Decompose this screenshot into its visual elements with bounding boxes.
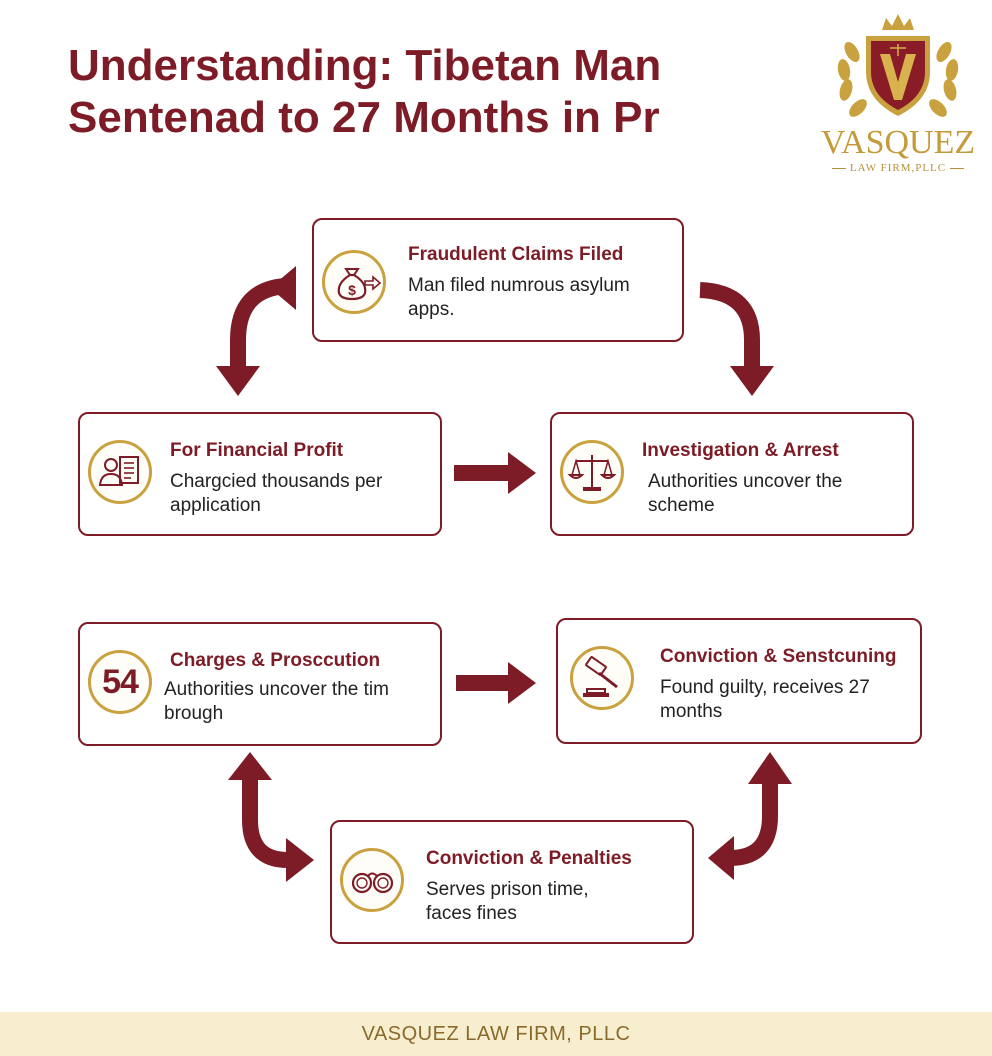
node-title: Fraudulent Claims Filed bbox=[408, 244, 624, 265]
node-investigation-arrest: Investigation & Arrest Authorities uncov… bbox=[550, 412, 914, 536]
node-description: Serves prison time, faces fines bbox=[426, 879, 589, 924]
logo-name: VASQUEZ bbox=[820, 124, 976, 161]
arrow-fraud-to-investigation bbox=[699, 282, 760, 368]
scales-icon bbox=[567, 455, 617, 491]
gavel-icon bbox=[583, 656, 618, 697]
node-charges-prosecution: 54 Charges & Prosccution Authorities unc… bbox=[78, 622, 442, 746]
node-financial-profit: For Financial Profit Chargcied thousands… bbox=[78, 412, 442, 536]
node-description: Chargcied thousands per application bbox=[170, 471, 383, 516]
number-circle: 54 bbox=[88, 650, 152, 714]
icon-circle bbox=[570, 646, 634, 710]
firm-logo: VASQUEZ LAW FIRM,PLLC bbox=[812, 12, 984, 182]
icon-circle bbox=[88, 440, 152, 504]
crest-icon bbox=[837, 14, 959, 117]
icon-circle: $ bbox=[322, 250, 386, 314]
arrow-charges-to-penalties bbox=[242, 780, 289, 868]
icon-circle bbox=[340, 848, 404, 912]
node-description: Authorities uncover the scheme bbox=[648, 471, 843, 516]
footer: VASQUEZ LAW FIRM, PLLC bbox=[0, 1012, 992, 1056]
logo-subtitle: LAW FIRM,PLLC bbox=[812, 162, 984, 174]
svg-text:$: $ bbox=[348, 282, 356, 298]
node-description: Found guilty, receives 27 months bbox=[660, 677, 870, 722]
node-description: Man filed numrous asylum apps. bbox=[408, 275, 630, 320]
node-fraudulent-claims: $ Fraudulent Claims Filed Man filed numr… bbox=[312, 218, 684, 342]
handcuffs-icon bbox=[351, 872, 394, 894]
footer-text: VASQUEZ LAW FIRM, PLLC bbox=[361, 1023, 631, 1045]
node-title: For Financial Profit bbox=[170, 440, 344, 461]
title-line-1: Understanding: Tibetan Man bbox=[68, 41, 662, 90]
node-conviction-penalties: Conviction & Penalties Serves prison tim… bbox=[330, 820, 694, 944]
node-description: Authorities uncover the tim brough bbox=[164, 679, 389, 724]
node-conviction-sentencing: Conviction & Senstcuning Found guilty, r… bbox=[556, 618, 922, 744]
step-number: 54 bbox=[102, 663, 139, 701]
page-title: Understanding: Tibetan Man Sentenad to 2… bbox=[68, 40, 768, 144]
person-document-icon bbox=[98, 456, 139, 486]
icon-circle bbox=[560, 440, 624, 504]
node-title: Investigation & Arrest bbox=[642, 440, 839, 461]
money-bag-icon: $ bbox=[337, 268, 382, 301]
title-line-2: Sentenad to 27 Months in Pr bbox=[68, 93, 660, 142]
node-title: Conviction & Senstcuning bbox=[660, 646, 897, 667]
node-title: Conviction & Penalties bbox=[426, 848, 632, 869]
arrow-fraud-to-profit bbox=[230, 278, 287, 368]
arrow-penalties-to-conviction bbox=[729, 782, 778, 866]
node-title: Charges & Prosccution bbox=[170, 650, 381, 671]
